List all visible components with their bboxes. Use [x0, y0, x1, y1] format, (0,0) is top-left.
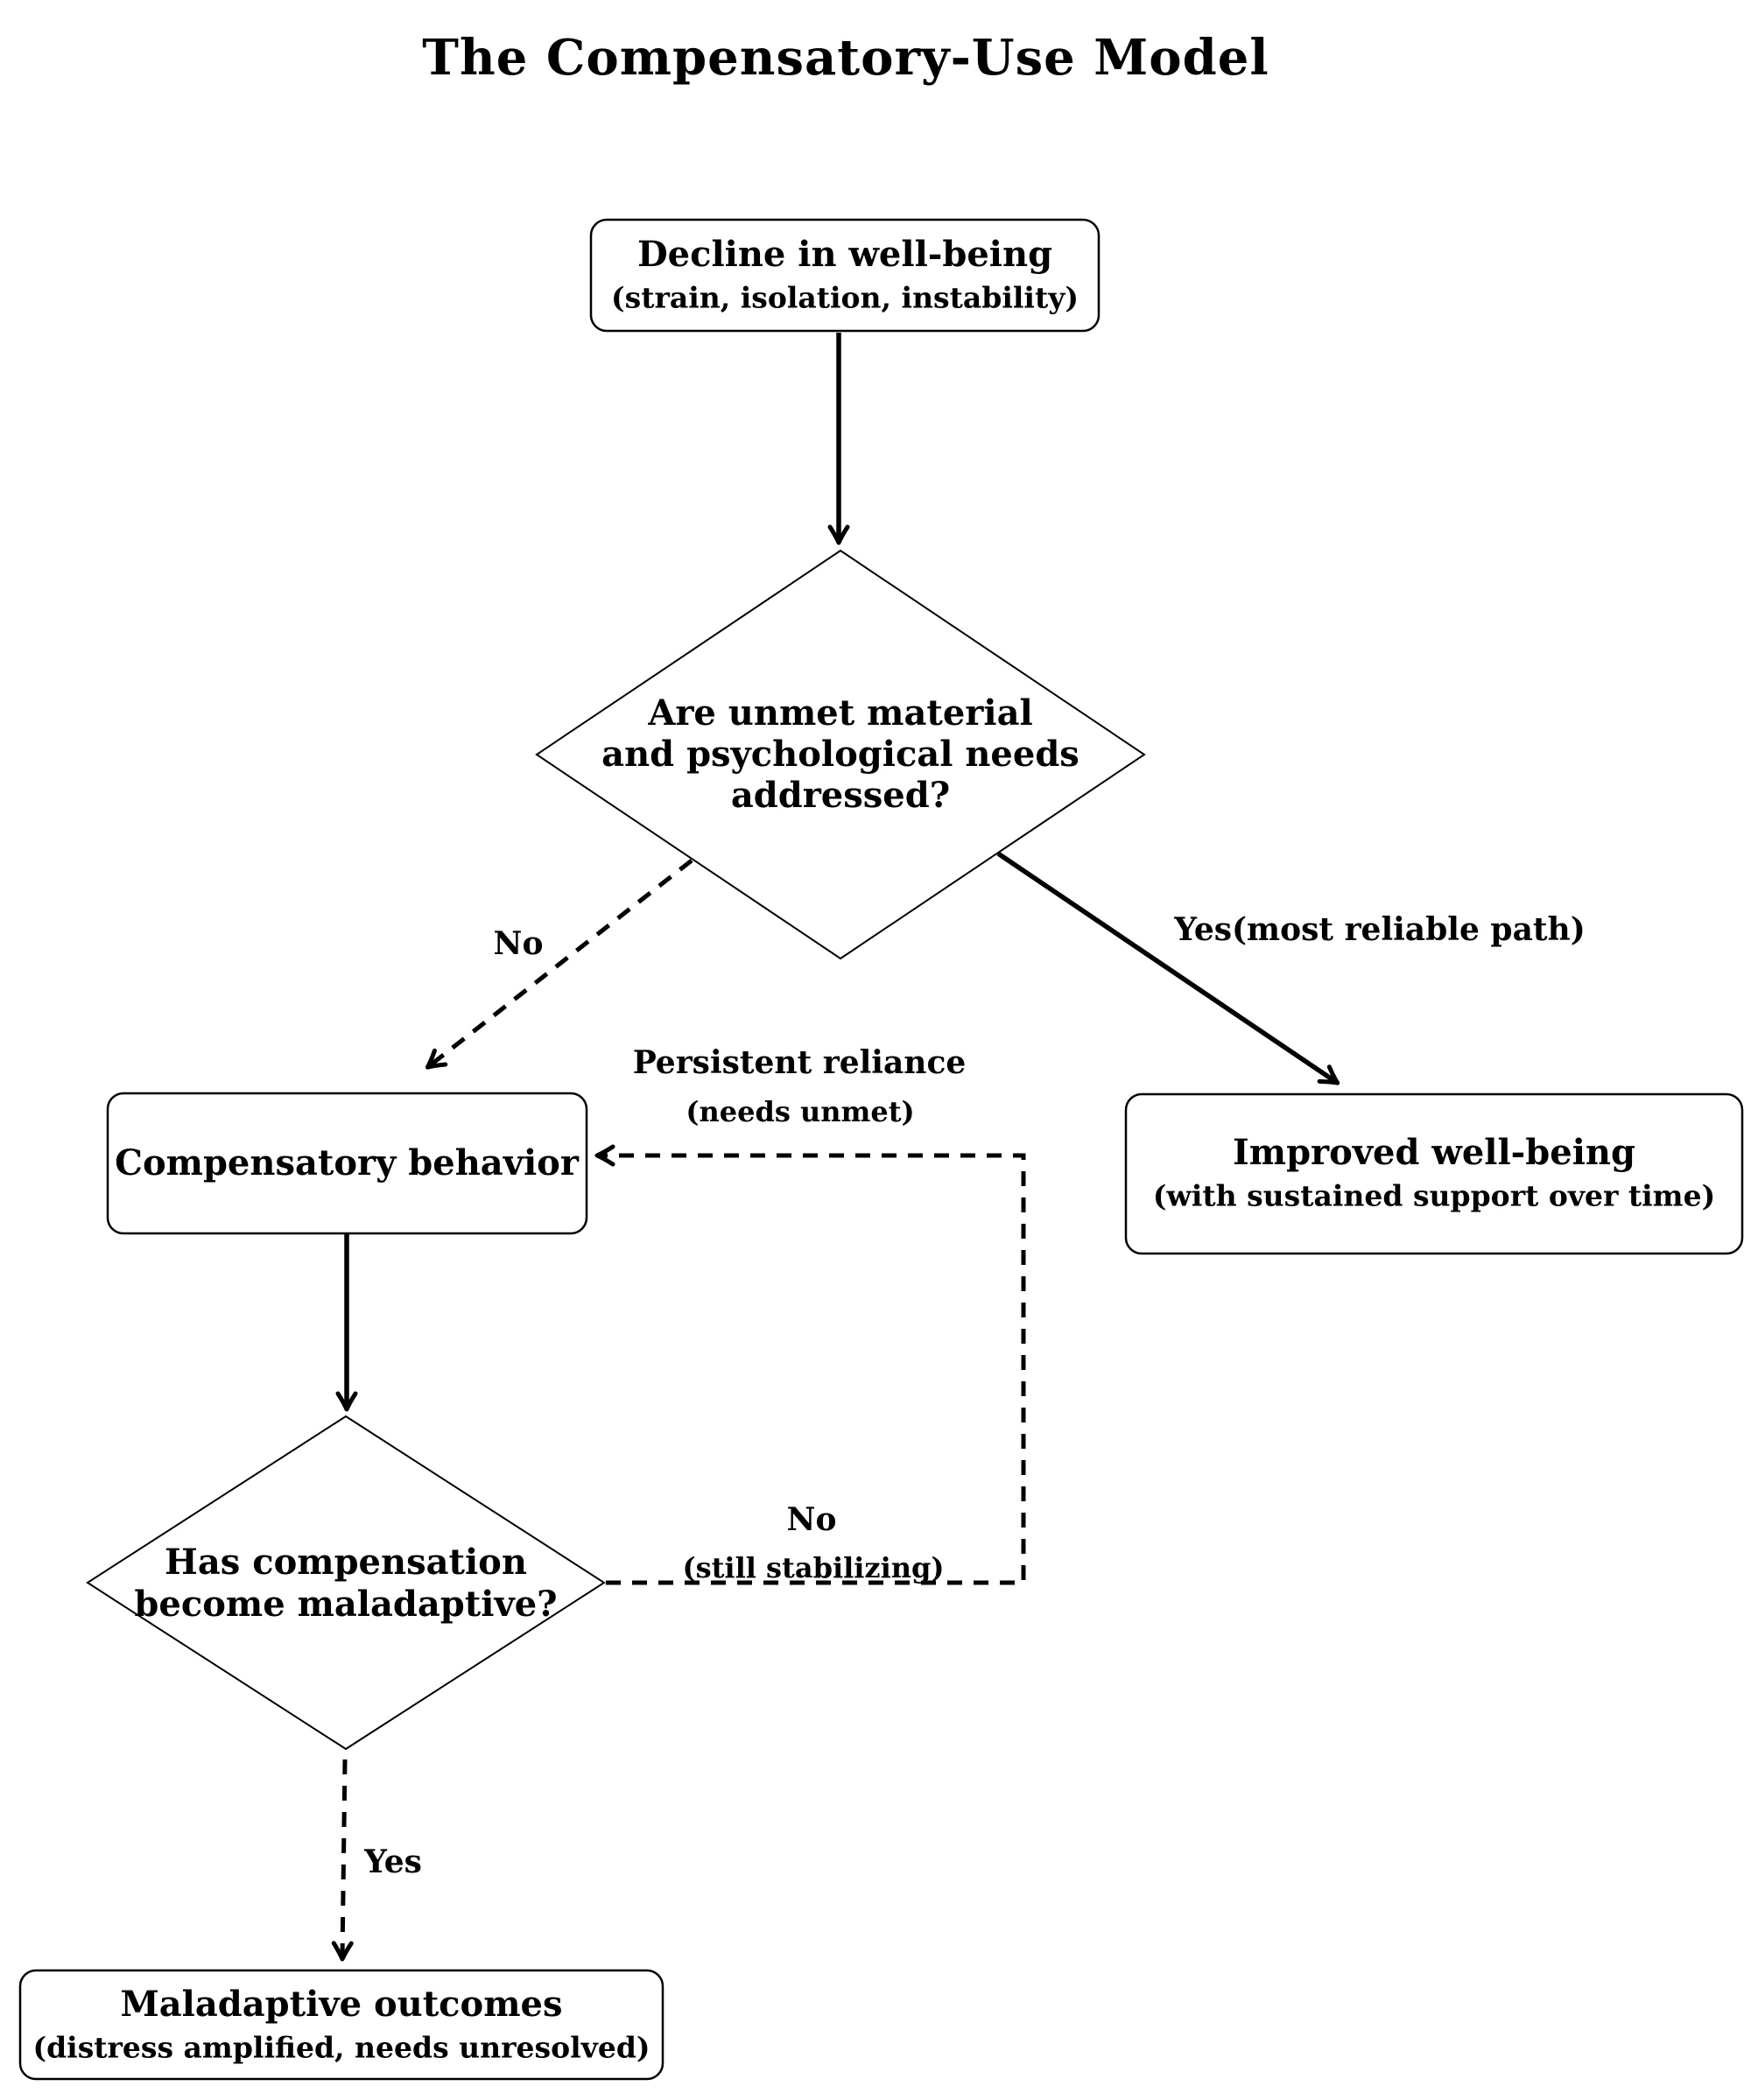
label-feedback-no-line2: (still stabilizing) [682, 1551, 945, 1584]
node-compensatory-line1: Compensatory behavior [115, 1142, 579, 1183]
label-yes-to-improved: Yes(most reliable path) [1174, 911, 1586, 948]
edge-no-to-compensatory [425, 859, 693, 1070]
node-decline-line1: Decline in well-being [636, 234, 1053, 275]
edge-yes-to-improved [996, 851, 1340, 1085]
node-maladaptive-line1: Maladaptive outcomes [120, 1984, 563, 2025]
label-feedback-no-line1: No [786, 1501, 837, 1538]
edge-feedback-loop-to-compensatory [594, 1144, 1026, 1585]
node-improved-box [1124, 1092, 1744, 1255]
node-needs-decision-diamond [535, 549, 1146, 960]
label-persistent-reliance-line2: (needs unmet) [686, 1095, 915, 1128]
edge-yes-to-maladaptive [331, 1759, 354, 1962]
node-improved-line1: Improved well-being [1233, 1132, 1635, 1173]
node-maladaptive-line2: (distress amplified, needs unresolved) [32, 2030, 650, 2065]
node-needs-decision-line2: and psychological needs [601, 734, 1079, 775]
node-maladaptive-box [18, 1969, 665, 2081]
node-maladaptive-decision-line1: Has compensation [165, 1542, 527, 1583]
node-improved-line2: (with sustained support over time) [1152, 1178, 1716, 1213]
label-no-to-compensatory: No [493, 925, 544, 962]
node-compensatory-box [106, 1092, 588, 1235]
page-title: The Compensatory-Use Model [422, 29, 1269, 87]
node-needs-decision-line1: Are unmet material [648, 692, 1033, 734]
node-maladaptive-decision-line2: become maladaptive? [134, 1584, 558, 1625]
label-yes-to-maladaptive: Yes [364, 1844, 422, 1880]
node-decline-line2: (strain, isolation, instability) [611, 280, 1079, 315]
label-persistent-reliance-line1: Persistent reliance [632, 1044, 967, 1081]
node-maladaptive-decision-diamond [86, 1415, 606, 1751]
node-decline-box [589, 218, 1101, 333]
node-needs-decision-line3: addressed? [730, 775, 951, 816]
